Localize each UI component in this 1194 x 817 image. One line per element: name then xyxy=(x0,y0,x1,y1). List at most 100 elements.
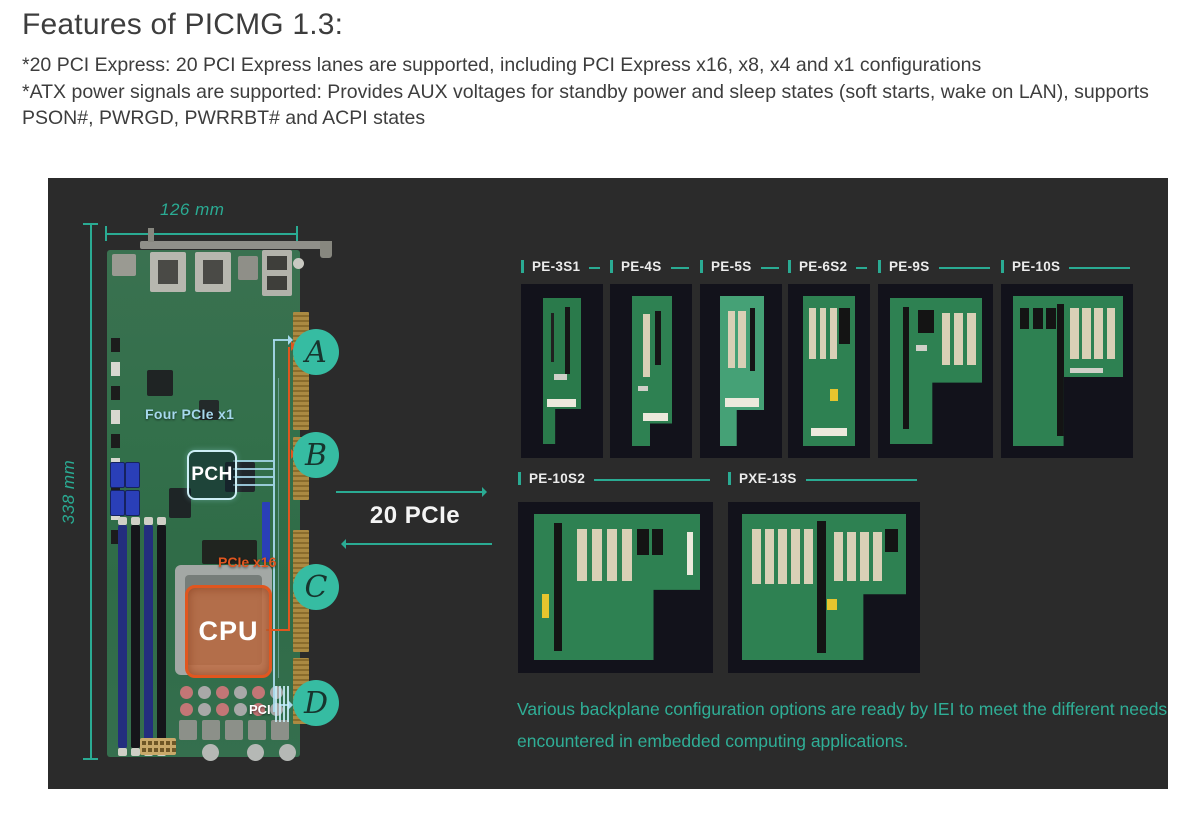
backplane-tile-pe10s xyxy=(1001,284,1133,458)
page-title: Features of PICMG 1.3: xyxy=(22,8,344,41)
board-slot xyxy=(636,528,649,555)
board-slot xyxy=(839,308,850,344)
board-slot xyxy=(810,428,848,436)
marker-c: C xyxy=(293,564,339,610)
dimm-latch xyxy=(118,748,127,756)
backplane-name: PE-6S2 xyxy=(799,258,848,274)
board-slot xyxy=(751,528,761,585)
header-block: Features of PICMG 1.3: *20 PCI Express: … xyxy=(22,8,1172,132)
sata-connector xyxy=(125,490,140,516)
board-slot xyxy=(860,531,870,582)
pcie-x16-line-vertical xyxy=(288,347,290,631)
capacitor xyxy=(252,686,265,699)
capacitor xyxy=(198,703,211,716)
feature-line-1: *20 PCI Express: 20 PCI Express lanes ar… xyxy=(22,54,982,76)
small-component xyxy=(111,434,120,448)
board-slot xyxy=(727,311,735,368)
label-bar-icon xyxy=(700,259,703,273)
label-bar-icon xyxy=(788,259,791,273)
pin xyxy=(142,748,146,752)
screw-icon xyxy=(293,258,304,269)
pin xyxy=(142,741,146,745)
backplane-label-pxe13s: PXE-13S xyxy=(728,470,920,486)
small-component xyxy=(111,482,120,496)
pcie-x1-lane-line xyxy=(233,468,273,470)
label-bar-icon xyxy=(1001,259,1004,273)
label-rule xyxy=(856,267,867,269)
board-slot xyxy=(846,531,856,582)
pcie-x1-lane-line xyxy=(233,460,273,462)
pin xyxy=(172,748,176,752)
dimm-slot xyxy=(144,525,153,748)
arrow-left-head-icon xyxy=(336,539,346,549)
backplane-tile-pxe13s xyxy=(728,502,920,673)
pcie-x1-lane-line xyxy=(233,476,273,478)
label-rule xyxy=(760,267,779,269)
board-slot xyxy=(749,308,756,371)
board-slot xyxy=(1019,308,1030,329)
board-slot xyxy=(817,521,826,653)
sata-connector xyxy=(125,462,140,488)
backplane-tile-pe5s xyxy=(700,284,782,458)
small-component xyxy=(111,386,120,400)
board-slot xyxy=(819,308,827,359)
backplane-label-pe5s: PE-5S xyxy=(700,258,782,274)
capacitor xyxy=(180,686,193,699)
height-dim-tick-top xyxy=(83,223,98,225)
board-slot xyxy=(643,413,668,421)
dimm-slot xyxy=(157,525,166,748)
height-dimension-line xyxy=(90,223,92,760)
board-slot xyxy=(827,598,838,611)
arrow-left-line xyxy=(344,543,492,545)
board-slot xyxy=(607,528,617,582)
board-slot xyxy=(725,398,759,407)
pcie-20-callout: 20 PCIe xyxy=(336,487,494,550)
pcie-x1-lane-line xyxy=(233,484,273,486)
sata-connector xyxy=(110,462,125,488)
backplane-label-pe10s: PE-10S xyxy=(1001,258,1133,274)
backplane-tile-pe9s xyxy=(878,284,993,458)
label-rule xyxy=(1069,267,1130,269)
backplane-board-pe10s xyxy=(1013,296,1123,446)
dimm-latch xyxy=(131,748,140,756)
board-slot xyxy=(1046,308,1056,329)
capacitor xyxy=(252,703,265,716)
board-slot xyxy=(902,306,910,430)
dimm-latch xyxy=(118,517,127,525)
label-rule xyxy=(938,267,990,269)
backplane-label-pe9s: PE-9S xyxy=(878,258,993,274)
width-dim-tick-left xyxy=(105,226,107,241)
dimm-slot xyxy=(131,525,140,748)
pin xyxy=(154,748,158,752)
backplane-board-pxe13s xyxy=(742,514,906,660)
backplane-board-pe6s2 xyxy=(803,296,855,446)
backplane-tile-pe10s2 xyxy=(518,502,713,673)
io-bracket-tab xyxy=(148,228,154,242)
arrow-right-line xyxy=(336,491,484,493)
pin xyxy=(148,741,152,745)
board-slot xyxy=(804,528,814,585)
board-slot xyxy=(592,528,603,582)
backplane-name: PE-10S2 xyxy=(529,470,586,486)
dimm-latch xyxy=(131,517,140,525)
pin xyxy=(148,748,152,752)
capacitor-large xyxy=(279,744,296,761)
capacitor xyxy=(180,703,193,716)
label-rule xyxy=(589,267,600,269)
backplane-label-pe4s: PE-4S xyxy=(610,258,692,274)
vrm-choke xyxy=(271,720,289,740)
pci-label: PCI xyxy=(249,702,271,717)
board-slot xyxy=(621,528,632,582)
backplane-name: PXE-13S xyxy=(739,470,797,486)
board-slot xyxy=(565,306,570,374)
backplane-name: PE-4S xyxy=(621,258,662,274)
cpu-label: CPU xyxy=(198,616,259,646)
pcie-x16-line-to-cpu xyxy=(266,629,290,631)
board-slot xyxy=(833,531,843,582)
pch-chip: PCH xyxy=(187,450,237,500)
height-dim-tick-bottom xyxy=(83,758,98,760)
board-slot xyxy=(830,389,839,401)
board-slot xyxy=(1032,308,1043,329)
io-bracket-end xyxy=(320,241,332,258)
chip xyxy=(169,488,191,518)
